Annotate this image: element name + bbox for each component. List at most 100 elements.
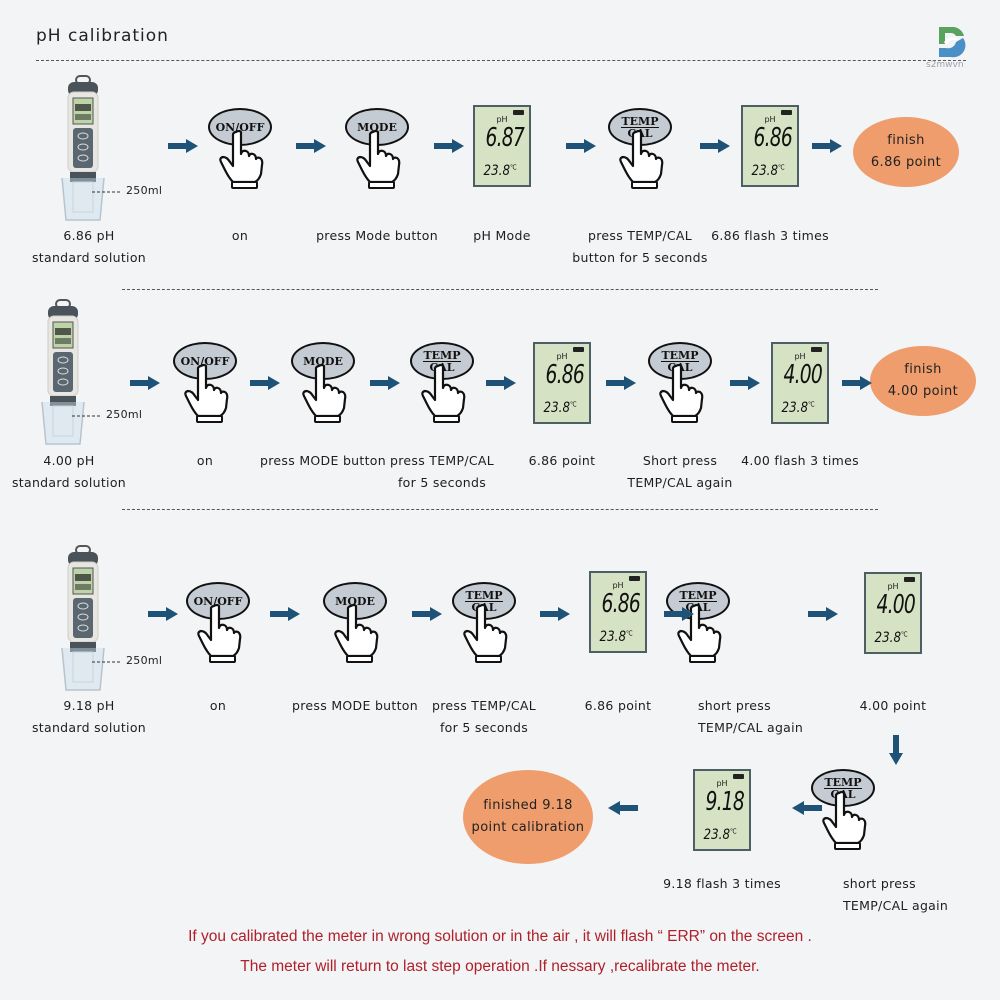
step-caption: press MODE button [223, 450, 423, 472]
step-caption: 6.86 point [462, 450, 662, 472]
ph-meter-in-beaker [34, 298, 104, 448]
caption-line: 9.18 flash 3 times [663, 876, 781, 891]
finish-text: 4.00 point [887, 384, 959, 399]
press-button-illustration: ON/OFF [185, 582, 255, 664]
flow-arrow-icon [148, 606, 178, 621]
lcd-ph-label: pH [887, 582, 899, 591]
battery-icon [811, 347, 822, 352]
lcd-ph-label: pH [716, 779, 728, 788]
finish-bubble: finish 4.00 point [870, 346, 976, 416]
volume-label: 250ml [126, 654, 163, 667]
flow-arrow-icon [540, 606, 570, 621]
row-divider [122, 289, 878, 290]
caption-line: 4.00 flash 3 times [741, 453, 859, 468]
flow-arrow-icon [812, 138, 842, 153]
solution-type: standard solution [11, 475, 127, 490]
finish-text: finish [904, 362, 942, 377]
flow-arrow-icon [296, 138, 326, 153]
button-text: TEMP [824, 775, 862, 789]
temperature-unit: ℃ [778, 163, 785, 172]
caption-line: press TEMP/CAL [390, 453, 494, 468]
button-text: ON/OFF [180, 354, 230, 368]
flow-arrow-icon [889, 735, 903, 765]
caption-line: TEMP/CAL again [843, 898, 949, 913]
ph-meter-in-beaker [54, 544, 124, 694]
caption-line: for 5 seconds [397, 475, 487, 490]
flow-arrow-icon [664, 606, 694, 621]
caption-line: 6.86 point [584, 698, 652, 713]
button-text: ON/OFF [215, 120, 265, 134]
lcd-ph-value: 6.86 [545, 360, 585, 390]
lcd-ph-label: pH [496, 115, 508, 124]
temperature-value: 23.8 [483, 163, 511, 179]
lcd-ph-value: 4.00 [783, 360, 823, 390]
step-caption: on [118, 695, 318, 717]
caption-line: 4.00 point [859, 698, 927, 713]
caption-line: Short press [642, 453, 718, 468]
battery-icon [781, 110, 792, 115]
lcd-ph-label: pH [794, 352, 806, 361]
caption-line: press MODE button [260, 453, 386, 468]
caption-line: pH Mode [473, 228, 531, 243]
flow-arrow-icon [168, 138, 198, 153]
press-button-illustration: TEMPCAL [451, 582, 521, 664]
lcd-ph-value: 6.87 [485, 123, 525, 153]
flow-arrow-icon [130, 375, 160, 390]
temp-cal-button-icon: TEMPCAL [608, 108, 672, 146]
step-caption: 6.86 point [518, 695, 718, 717]
volume-label: 250ml [126, 184, 163, 197]
lcd-ph-label: pH [556, 352, 568, 361]
lcd-ph-label: pH [612, 581, 624, 590]
step-caption: 9.18 flash 3 times [622, 873, 822, 895]
solution-type: standard solution [31, 250, 147, 265]
flow-arrow-icon [606, 375, 636, 390]
temperature-unit: ℃ [626, 629, 633, 638]
step-caption: press MODE button [255, 695, 455, 717]
temperature-value: 23.8 [781, 400, 809, 416]
temperature-unit: ℃ [808, 400, 815, 409]
step-caption: on [105, 450, 305, 472]
caption-line: press Mode button [316, 228, 438, 243]
button-text: TEMP [661, 348, 699, 362]
caption-line: short press [698, 698, 771, 713]
flow-arrow-icon [730, 375, 760, 390]
finish-text: finished 9.18 [483, 798, 573, 813]
lcd-temperature: 23.8℃ [544, 400, 584, 416]
press-button-illustration: ON/OFF [172, 342, 242, 424]
lcd-ph-value: 6.86 [753, 123, 793, 153]
lcd-ph-label: pH [764, 115, 776, 124]
flow-arrow-icon [566, 138, 596, 153]
finish-text: 6.86 point [870, 155, 942, 170]
error-note: If you calibrated the meter in wrong sol… [188, 928, 812, 945]
solution-type: standard solution [31, 720, 147, 735]
ph-meter-in-beaker [54, 74, 124, 224]
press-button-illustration: TEMPCAL [665, 582, 735, 664]
lcd-temperature: 23.8℃ [704, 827, 744, 843]
page-title: pH calibration [36, 26, 169, 46]
flow-arrow-icon [270, 606, 300, 621]
press-button-illustration: MODE [344, 108, 414, 190]
button-text: MODE [335, 594, 375, 608]
lcd-ph-value: 9.18 [705, 787, 745, 817]
press-button-illustration: TEMPCAL [810, 769, 880, 851]
press-button-illustration: ON/OFF [207, 108, 277, 190]
solution-ph: 6.86 pH [63, 228, 115, 243]
temperature-value: 23.8 [703, 827, 731, 843]
lcd-ph-value: 6.86 [601, 589, 641, 619]
flow-arrow-icon [700, 138, 730, 153]
button-text: TEMP [621, 114, 659, 128]
battery-icon [513, 110, 524, 115]
